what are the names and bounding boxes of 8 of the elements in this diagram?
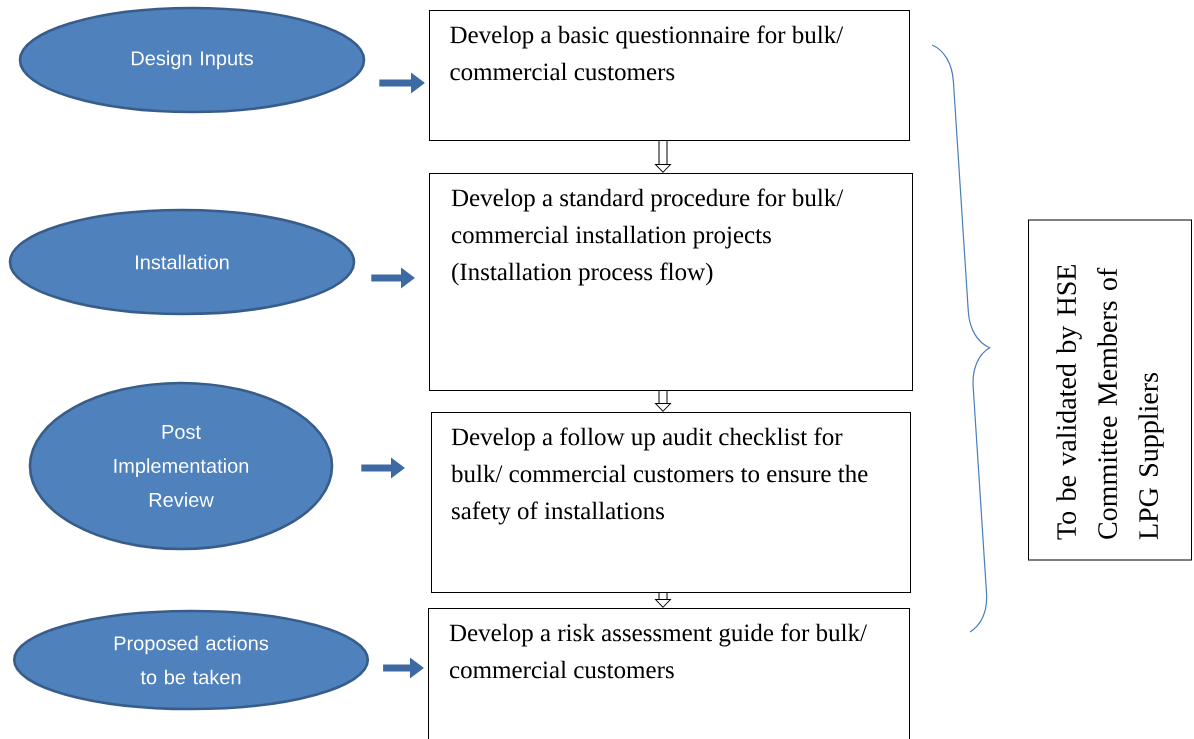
- hollow-arrow: [655, 593, 671, 608]
- process-box: Develop a follow up audit checklist for bulk/ commercial customers to ensure the safety of installations: [431, 412, 911, 593]
- process-box: Develop a standard procedure for bulk/ commercial installation projects (Installation process flow): [429, 173, 913, 391]
- validation-box: To be validated by HSE Committee Members of LPG Suppliers: [1028, 219, 1192, 561]
- process-box: Develop a risk assessment guide for bulk/ commercial customers: [428, 608, 910, 739]
- process-box: Develop a basic questionnaire for bulk/ commercial customers: [429, 10, 910, 141]
- hollow-arrow: [655, 391, 671, 412]
- hollow-arrow: [655, 141, 671, 173]
